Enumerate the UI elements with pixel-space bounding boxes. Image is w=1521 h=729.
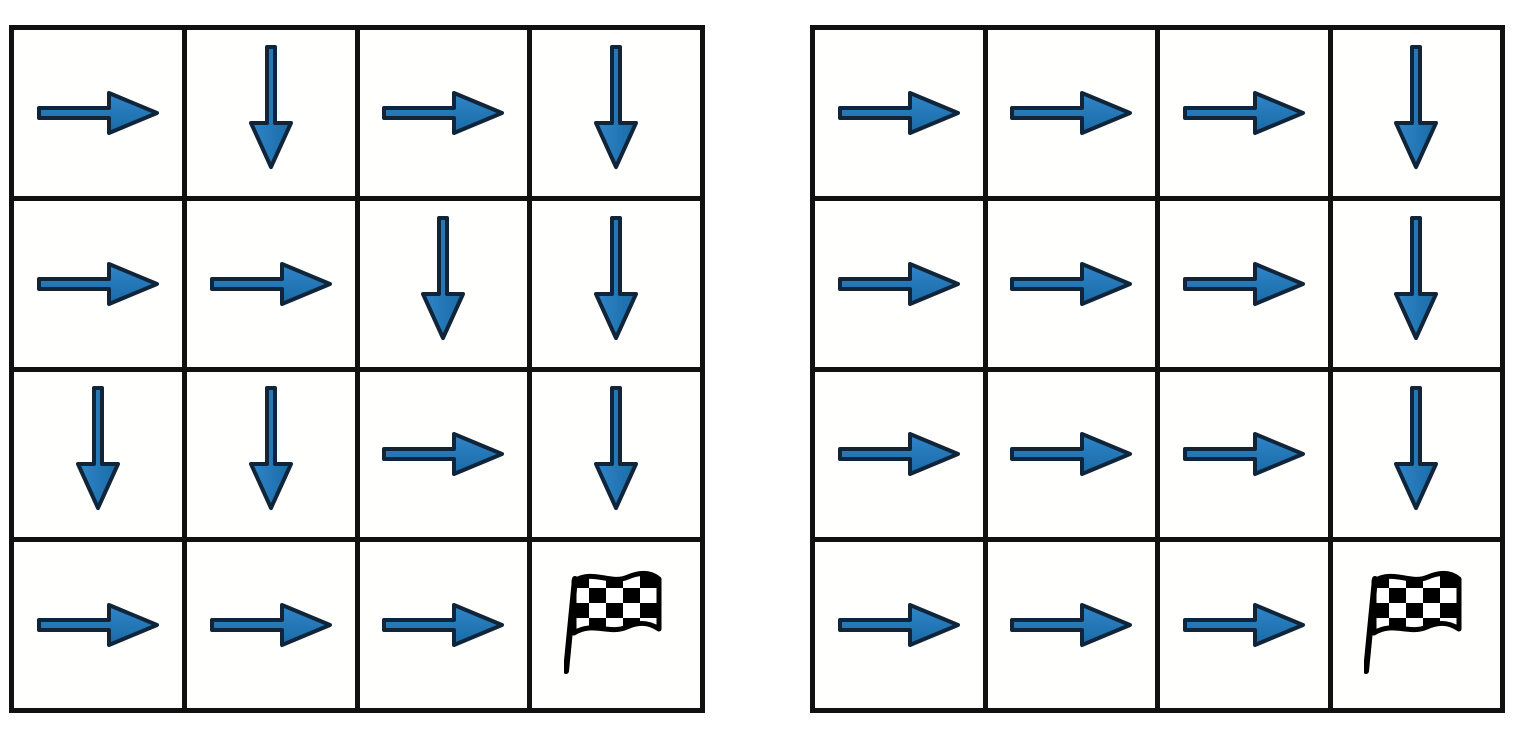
- grid-cell-r2-c1[interactable]: [987, 371, 1155, 538]
- grid-cell-r3-c2[interactable]: [359, 542, 528, 708]
- grid-cell-r2-c3[interactable]: [1332, 371, 1500, 538]
- arrow-right-icon: [1008, 598, 1134, 652]
- grid-cell-r0-c1[interactable]: [987, 30, 1155, 196]
- grid-cell-r1-c3[interactable]: [532, 200, 700, 367]
- arrow-down-icon: [588, 43, 644, 171]
- arrow-right-icon: [836, 598, 962, 652]
- arrow-down-icon: [243, 43, 299, 171]
- arrow-right-icon: [380, 427, 506, 481]
- grid-cell-r3-c1[interactable]: [987, 542, 1155, 708]
- checkered-flag-icon: [564, 567, 668, 675]
- grid-cell-r3-c2[interactable]: [1160, 542, 1328, 708]
- grid-cell-r1-c1[interactable]: [987, 200, 1155, 367]
- arrow-right-icon: [35, 257, 161, 311]
- grid-cell-r1-c2[interactable]: [1160, 200, 1328, 367]
- arrow-right-icon: [1008, 257, 1134, 311]
- arrow-right-icon: [1008, 427, 1134, 481]
- arrow-right-icon: [836, 86, 962, 140]
- grid-cell-r1-c1[interactable]: [186, 200, 355, 367]
- grid-cell-r3-c3[interactable]: [532, 542, 700, 708]
- grid-cell-r2-c1[interactable]: [186, 371, 355, 538]
- grid-cell-r1-c0[interactable]: [815, 200, 983, 367]
- arrow-right-icon: [1181, 257, 1307, 311]
- arrow-right-icon: [1181, 427, 1307, 481]
- grid-cell-r0-c1[interactable]: [186, 30, 355, 196]
- arrow-down-icon: [1388, 214, 1444, 342]
- grid-cell-r0-c0[interactable]: [815, 30, 983, 196]
- grid-cell-r1-c0[interactable]: [14, 200, 182, 367]
- grid-cell-r3-c0[interactable]: [815, 542, 983, 708]
- grid-cell-r2-c0[interactable]: [14, 371, 182, 538]
- right-policy-grid: [810, 25, 1505, 713]
- right-policy-grid-cells: [810, 25, 1505, 713]
- grid-cell-r0-c3[interactable]: [1332, 30, 1500, 196]
- checkered-flag-icon: [1364, 567, 1468, 675]
- arrow-down-icon: [415, 214, 471, 342]
- arrow-right-icon: [208, 598, 334, 652]
- grid-cell-r0-c2[interactable]: [1160, 30, 1328, 196]
- left-policy-grid-cells: [9, 25, 705, 713]
- grid-cell-r2-c2[interactable]: [1160, 371, 1328, 538]
- grid-cell-r0-c2[interactable]: [359, 30, 528, 196]
- grid-cell-r2-c3[interactable]: [532, 371, 700, 538]
- arrow-down-icon: [1388, 43, 1444, 171]
- grid-cell-r3-c1[interactable]: [186, 542, 355, 708]
- arrow-right-icon: [35, 86, 161, 140]
- grid-cell-r2-c2[interactable]: [359, 371, 528, 538]
- arrow-down-icon: [243, 384, 299, 512]
- arrow-right-icon: [208, 257, 334, 311]
- grid-cell-r1-c2[interactable]: [359, 200, 528, 367]
- grid-cell-r0-c0[interactable]: [14, 30, 182, 196]
- grid-cell-r1-c3[interactable]: [1332, 200, 1500, 367]
- grid-cell-r3-c3[interactable]: [1332, 542, 1500, 708]
- arrow-down-icon: [1388, 384, 1444, 512]
- grid-cell-r0-c3[interactable]: [532, 30, 700, 196]
- arrow-right-icon: [380, 598, 506, 652]
- arrow-down-icon: [588, 214, 644, 342]
- left-policy-grid: [9, 25, 705, 713]
- arrow-right-icon: [380, 86, 506, 140]
- arrow-right-icon: [35, 598, 161, 652]
- arrow-down-icon: [70, 384, 126, 512]
- arrow-right-icon: [836, 257, 962, 311]
- arrow-down-icon: [588, 384, 644, 512]
- grid-cell-r3-c0[interactable]: [14, 542, 182, 708]
- arrow-right-icon: [1008, 86, 1134, 140]
- arrow-right-icon: [1181, 598, 1307, 652]
- grid-cell-r2-c0[interactable]: [815, 371, 983, 538]
- arrow-right-icon: [1181, 86, 1307, 140]
- arrow-right-icon: [836, 427, 962, 481]
